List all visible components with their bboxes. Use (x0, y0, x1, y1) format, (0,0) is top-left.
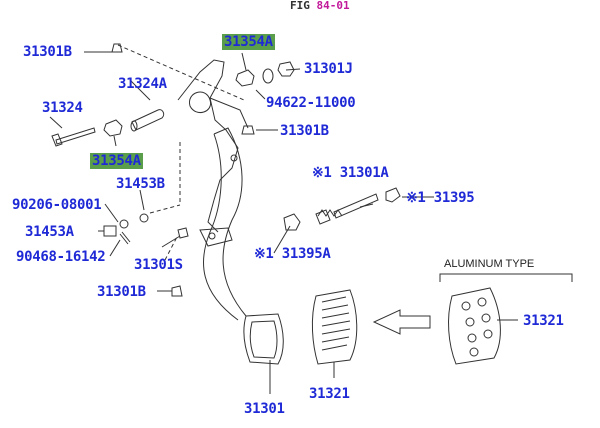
part-label-31395[interactable]: ※1 31395 (406, 190, 475, 206)
washer-94622 (262, 68, 274, 84)
nut-31354a (103, 119, 123, 137)
part-label-90468-16142[interactable]: 90468-16142 (16, 249, 106, 265)
pedal-pad (243, 313, 284, 365)
figure-number: FIG 84-01 (290, 0, 350, 12)
part-label-31453b[interactable]: 31453B (116, 176, 165, 192)
part-label-31321-aluminum[interactable]: 31321 (523, 313, 564, 329)
figure-code: 84-01 (316, 0, 350, 12)
bolt-31324 (51, 127, 96, 147)
part-label-31301j[interactable]: 31301J (304, 61, 353, 77)
part-label-31301a[interactable]: ※1 31301A (312, 165, 389, 181)
part-label-94622-11000[interactable]: 94622-11000 (266, 95, 356, 111)
pedal-arm (199, 127, 247, 321)
part-label-31324[interactable]: 31324 (42, 100, 83, 116)
nut-31354a-upper (235, 69, 255, 87)
part-label-31354a-lower[interactable]: 31354A (90, 153, 143, 169)
pedal-bracket (177, 59, 249, 233)
part-label-90206-08001[interactable]: 90206-08001 (12, 197, 102, 213)
part-label-31301b-lower[interactable]: 31301B (97, 284, 146, 300)
direction-arrow (372, 309, 431, 335)
spring-rod-31301a (315, 193, 379, 225)
pin-31453a (103, 225, 117, 237)
stopper-31395 (385, 187, 401, 203)
part-label-31395a[interactable]: ※1 31395A (254, 246, 331, 262)
part-label-31301[interactable]: 31301 (244, 401, 285, 417)
part-label-31301b-upper[interactable]: 31301B (23, 44, 72, 60)
clip-31301b-a (111, 43, 123, 53)
aluminum-type-label: ALUMINUM TYPE (444, 258, 535, 270)
part-label-31301b-middle[interactable]: 31301B (280, 123, 329, 139)
leader-lines (49, 44, 518, 394)
washer-90206 (119, 219, 129, 229)
clip-31301b-c (171, 285, 183, 297)
part-label-31324a[interactable]: 31324A (118, 76, 167, 92)
bushing-31453b (139, 213, 149, 223)
aluminum-pad (448, 287, 501, 365)
figure-prefix: FIG (290, 0, 310, 12)
aluminum-type-bracket (439, 273, 573, 282)
part-label-31321[interactable]: 31321 (309, 386, 350, 402)
pedal-pad-rubber (311, 289, 358, 365)
clip-31301s (177, 227, 189, 239)
cotter-90468 (119, 231, 131, 245)
part-label-31354a-upper[interactable]: 31354A (222, 34, 275, 50)
clip-31301b-b (241, 125, 255, 135)
bushing-31324a (130, 109, 165, 132)
nut-31301j (277, 61, 295, 77)
part-label-31453a[interactable]: 31453A (25, 224, 74, 240)
stopper-31395a (283, 213, 301, 231)
part-label-31301s[interactable]: 31301S (134, 257, 183, 273)
